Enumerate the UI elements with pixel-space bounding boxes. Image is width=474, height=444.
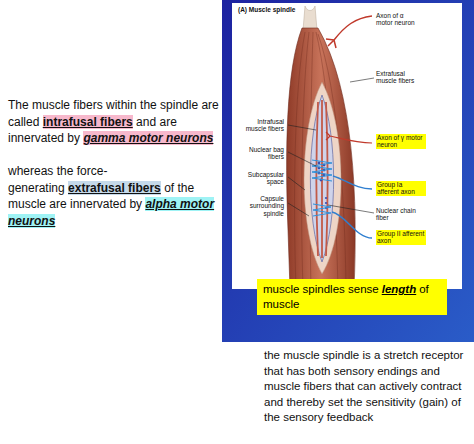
text-paragraph: The muscle fibers within the spindle are… bbox=[8, 97, 220, 147]
part-label: Extrafusal muscle fibers bbox=[376, 70, 422, 85]
alpha-axon bbox=[326, 16, 372, 48]
subcapsular-space bbox=[304, 82, 341, 274]
group-ii-axon bbox=[332, 212, 372, 238]
leader-line bbox=[288, 125, 316, 130]
part-label: Nuclear bag fibers bbox=[236, 146, 284, 161]
figure-title: (A) Muscle spindle bbox=[238, 6, 295, 13]
striation bbox=[295, 32, 305, 289]
spindle-capsule bbox=[310, 95, 333, 262]
primary-ending bbox=[312, 160, 332, 181]
part-label: Nuclear chain fiber bbox=[376, 207, 424, 222]
leader-line bbox=[288, 203, 309, 216]
secondary-ending bbox=[313, 204, 331, 216]
part-label: Group II afferent axon bbox=[376, 230, 426, 245]
box-text: length bbox=[382, 283, 417, 295]
leader-line bbox=[288, 152, 316, 166]
part-label: Group Ia afferent axon bbox=[376, 181, 426, 196]
muscle-striations bbox=[295, 32, 346, 289]
leader-line bbox=[350, 78, 374, 82]
part-label: Axon of α motor neuron bbox=[376, 12, 422, 27]
box-text: muscle spindles sense bbox=[263, 283, 379, 295]
highlight-box: muscle spindles senselengthof muscle bbox=[257, 279, 447, 315]
group-ia-axon bbox=[333, 176, 372, 189]
text-paragraph: whereas the force-generatingextrafusal f… bbox=[8, 163, 220, 229]
note-text: the muscle spindle is a stretch receptor… bbox=[264, 348, 470, 426]
part-label: Intrafusal muscle fibers bbox=[236, 118, 284, 133]
intrafusal-fiber bbox=[326, 102, 328, 256]
highlighted-term: intrafusal fibers bbox=[43, 115, 133, 129]
blue-panel bbox=[222, 0, 474, 342]
leader-lines bbox=[288, 78, 374, 216]
part-label: Capsule surrounding spindle bbox=[236, 195, 284, 217]
nucleus bbox=[325, 197, 327, 199]
figure-panel bbox=[232, 3, 462, 289]
gamma-axon bbox=[326, 132, 372, 143]
leader-line bbox=[328, 205, 374, 213]
leader-line bbox=[288, 177, 305, 190]
part-label: Subcapsular space bbox=[236, 171, 284, 186]
nucleus bbox=[318, 162, 321, 165]
tendon bbox=[303, 6, 317, 30]
highlighted-term: gamma motor neurons bbox=[83, 131, 213, 145]
part-label: Axon of γ motor neuron bbox=[376, 134, 426, 149]
nucleus bbox=[325, 202, 327, 204]
highlighted-term: extrafusal fibers bbox=[68, 181, 161, 195]
muscle-belly bbox=[287, 28, 356, 289]
